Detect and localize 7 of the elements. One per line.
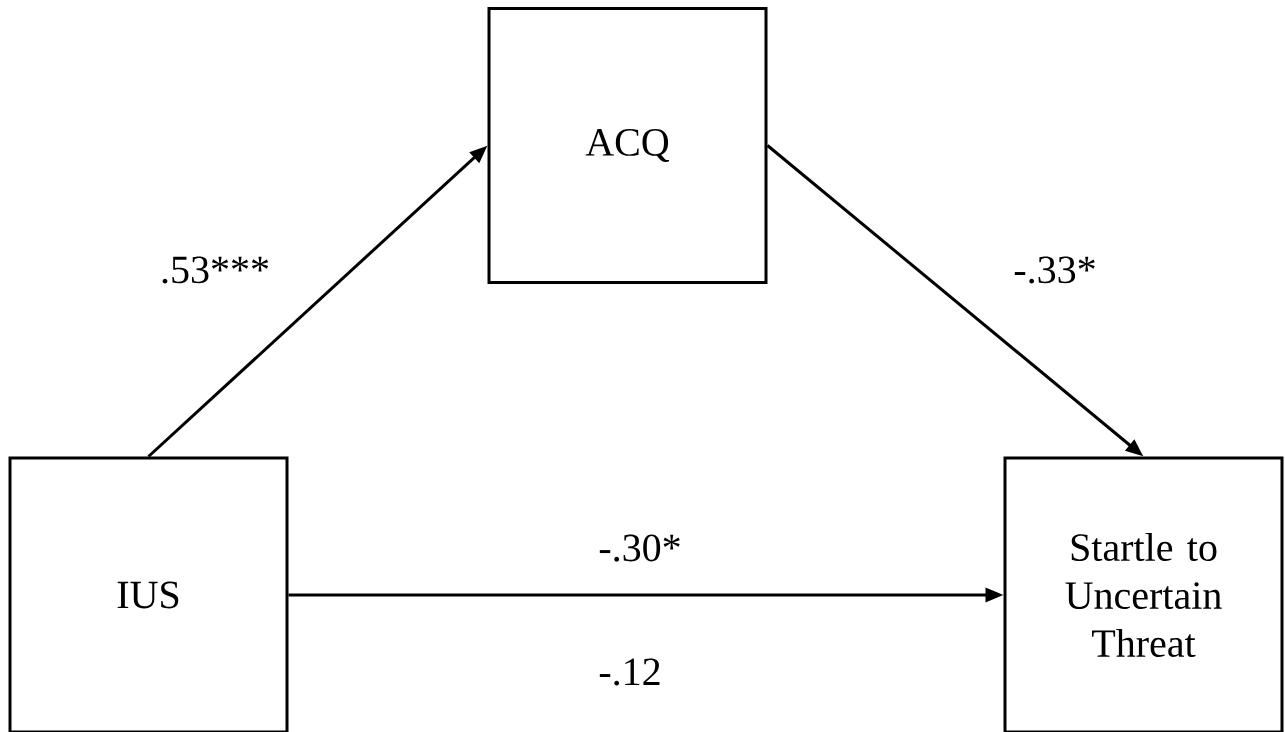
variable-box: IUS bbox=[8, 456, 289, 732]
edge-label: .53*** bbox=[162, 256, 269, 284]
edge-label: -.33* bbox=[1014, 256, 1095, 284]
edge-label: -.30* bbox=[599, 534, 680, 562]
variable-box: Startle to Uncertain Threat bbox=[1003, 456, 1284, 732]
coefficient-label: -.12 bbox=[599, 658, 660, 686]
variable-box: ACQ bbox=[487, 7, 768, 284]
